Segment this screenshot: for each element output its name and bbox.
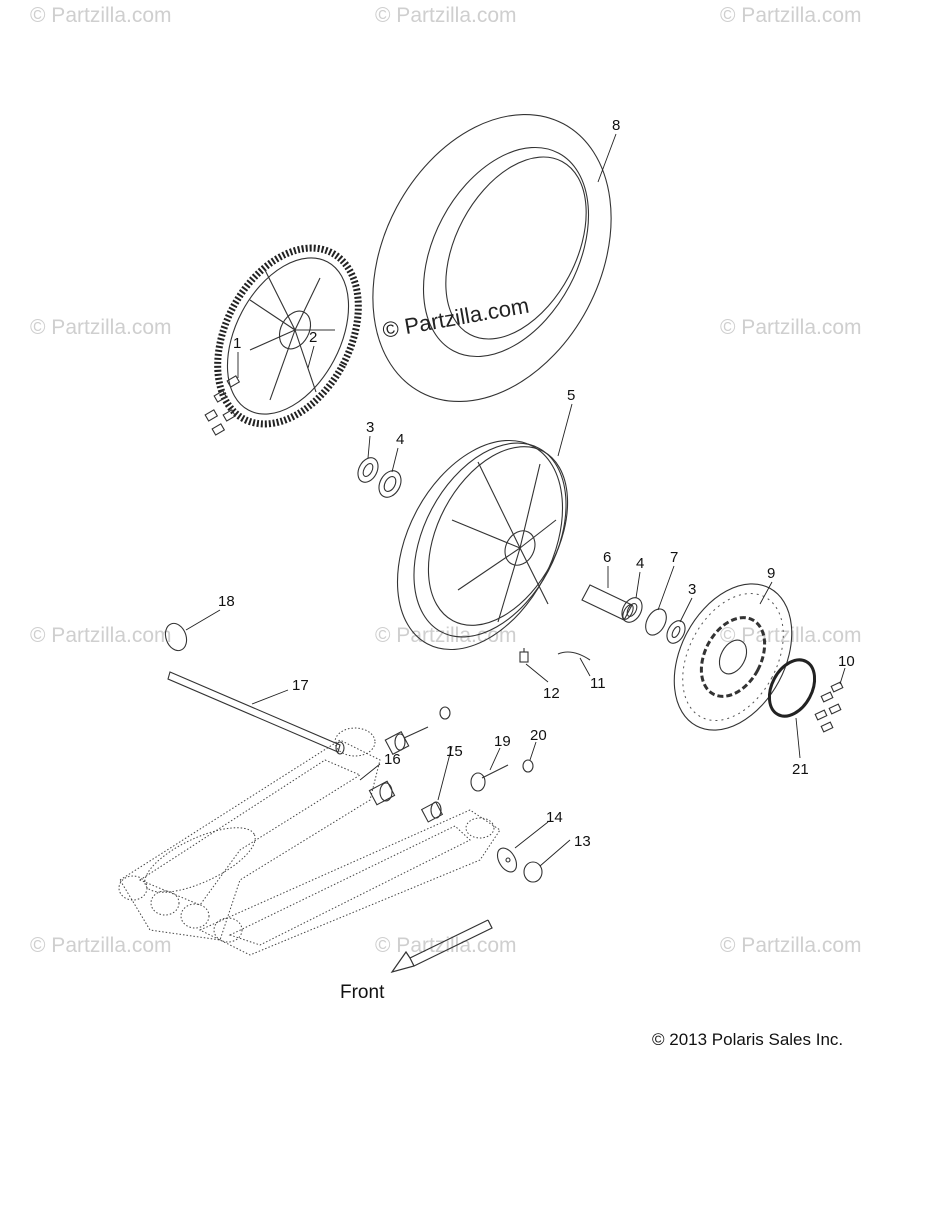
watermark: © Partzilla.com (720, 934, 862, 957)
callout-3b: 3 (688, 581, 696, 598)
rear-axle (167, 671, 345, 755)
bearing-right (621, 597, 643, 623)
callout-2: 2 (309, 329, 317, 346)
callout-8: 8 (612, 117, 620, 134)
watermark: © Partzilla.com (30, 4, 172, 27)
callout-19: 19 (494, 733, 511, 750)
callout-7: 7 (670, 549, 678, 566)
watermark: © Partzilla.com (720, 4, 862, 27)
callout-15: 15 (446, 743, 463, 760)
rear-wheel-rim (396, 439, 569, 651)
callout-20: 20 (530, 727, 547, 744)
bolt-19 (470, 759, 534, 792)
watermark: © Partzilla.com (30, 316, 172, 339)
callout-6: 6 (603, 549, 611, 566)
copyright-notice: © 2013 Polaris Sales Inc. (652, 1030, 844, 1049)
callout-4: 4 (396, 431, 404, 448)
callouts: 1 2 3 4 5 6 4 7 3 9 8 18 17 16 19 20 15 … (218, 117, 855, 850)
nut-13 (523, 861, 543, 883)
callout-9: 9 (767, 565, 775, 582)
callout-18: 18 (218, 593, 235, 610)
disc-bolts (814, 681, 844, 733)
snap-ring (645, 608, 667, 636)
callout-17: 17 (292, 677, 309, 694)
watermark: © Partzilla.com (30, 934, 172, 957)
callout-13: 13 (574, 833, 591, 850)
watermark: © Partzilla.com (720, 316, 862, 339)
brake-disc (673, 583, 793, 731)
seal-right (666, 620, 686, 644)
callout-10: 10 (838, 653, 855, 670)
valve-stem (519, 648, 529, 663)
callout-14: 14 (546, 809, 563, 826)
tire (372, 113, 612, 403)
bearing-left (378, 470, 402, 498)
callout-1: 1 (233, 335, 241, 352)
watermark: © Partzilla.com (375, 934, 517, 957)
callout-12: 12 (543, 685, 560, 702)
callout-5: 5 (567, 387, 575, 404)
swingarm (118, 727, 501, 956)
watermark-layer: © Partzilla.com © Partzilla.com © Partzi… (30, 4, 862, 957)
front-arrow-icon (390, 919, 493, 974)
pivot-bushings (368, 706, 451, 806)
valve-clip (557, 651, 591, 661)
watermark: © Partzilla.com (375, 624, 517, 647)
callout-4b: 4 (636, 555, 644, 572)
drive-pulley (214, 244, 362, 428)
disc-ring (767, 658, 817, 718)
callout-21: 21 (792, 761, 809, 778)
watermark: © Partzilla.com (375, 4, 517, 27)
callout-16: 16 (384, 751, 401, 768)
axle-cap (164, 622, 188, 652)
pulley-bolts (204, 375, 241, 436)
bushing-15 (420, 801, 444, 823)
washer-14 (496, 847, 518, 873)
leader-lines (185, 133, 846, 867)
watermark: © Partzilla.com (720, 624, 862, 647)
callout-11: 11 (590, 675, 606, 692)
seal-left (357, 457, 379, 483)
callout-3: 3 (366, 419, 374, 436)
watermark: © Partzilla.com (30, 624, 172, 647)
front-label: Front (340, 982, 385, 1003)
